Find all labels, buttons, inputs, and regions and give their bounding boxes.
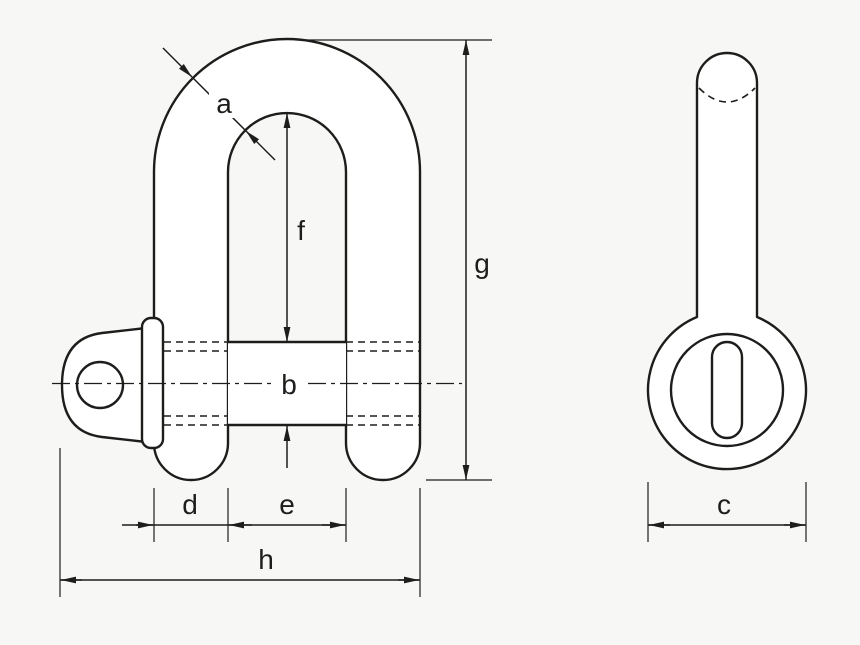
label-halo — [209, 87, 239, 118]
front-view — [52, 37, 462, 482]
pin-head-hole — [75, 360, 125, 410]
dimension-a: a — [162, 47, 276, 161]
hidden-arc — [698, 87, 756, 103]
dimension-label-h: h — [258, 544, 274, 575]
dimension-label-d: d — [182, 489, 198, 520]
dimension-arrow — [162, 47, 193, 78]
dimension-d-e: d e — [122, 488, 347, 542]
dimension-g: g — [307, 39, 492, 481]
dimension-label-f: f — [297, 215, 305, 246]
dimension-label-g: g — [474, 248, 490, 279]
dimension-arrow — [245, 130, 276, 161]
dimension-h: h — [59, 448, 421, 597]
dimension-label-e: e — [279, 489, 295, 520]
side-view — [646, 51, 808, 471]
dimension-b: b — [276, 369, 303, 468]
pin-slot — [710, 340, 744, 440]
dimension-f: f — [283, 113, 305, 342]
dimension-label-c: c — [717, 489, 731, 520]
thread-hidden-lines — [164, 341, 420, 426]
label-halo — [276, 370, 303, 399]
dimension-label-b: b — [281, 369, 297, 400]
shackle-bow-outline — [152, 37, 422, 482]
dimension-label-a: a — [216, 88, 232, 119]
dimension-c: c — [647, 482, 807, 542]
